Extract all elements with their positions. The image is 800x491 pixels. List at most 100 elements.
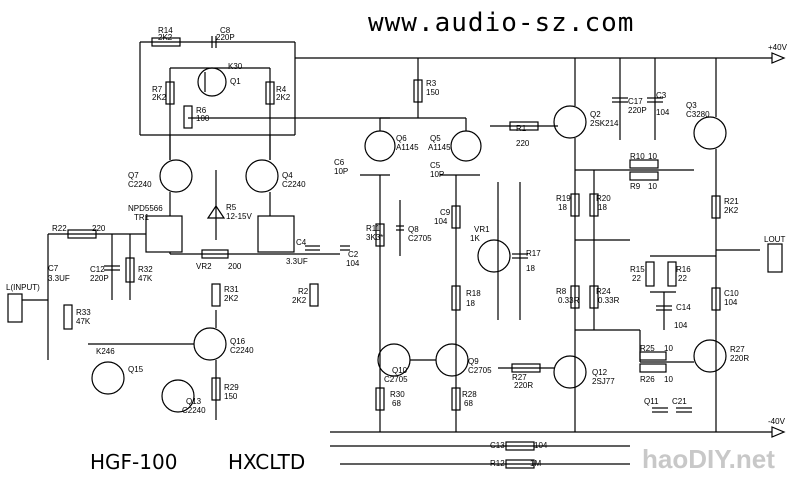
model-label: HGF-100 — [90, 450, 178, 474]
svg-text:R9: R9 — [630, 182, 641, 191]
svg-text:C13: C13 — [490, 441, 505, 450]
svg-text:68: 68 — [464, 399, 473, 408]
svg-text:C2705: C2705 — [384, 375, 408, 384]
svg-text:C7: C7 — [48, 264, 59, 273]
svg-text:22: 22 — [678, 274, 687, 283]
zobel-network: R15 22 R16 22 C14 104 — [630, 255, 716, 330]
svg-text:2K2: 2K2 — [224, 294, 239, 303]
svg-text:1K: 1K — [470, 234, 480, 243]
svg-text:3.3UF: 3.3UF — [48, 274, 70, 283]
svg-text:150: 150 — [224, 392, 238, 401]
svg-text:10: 10 — [648, 182, 657, 191]
svg-text:Q4: Q4 — [282, 171, 293, 180]
svg-text:R31: R31 — [224, 285, 239, 294]
svg-text:C2240: C2240 — [128, 180, 152, 189]
svg-text:R27: R27 — [512, 373, 527, 382]
svg-text:47K: 47K — [76, 317, 91, 326]
svg-text:Q13: Q13 — [186, 397, 202, 406]
svg-text:Q12: Q12 — [592, 368, 608, 377]
svg-text:C8: C8 — [220, 26, 231, 35]
svg-text:3.3UF: 3.3UF — [286, 257, 308, 266]
svg-text:100: 100 — [196, 114, 210, 123]
svg-text:R1: R1 — [516, 124, 527, 133]
svg-text:2K2: 2K2 — [158, 33, 173, 42]
svg-text:104: 104 — [724, 298, 738, 307]
svg-text:0.33R: 0.33R — [598, 296, 620, 305]
svg-text:R10: R10 — [630, 152, 645, 161]
svg-text:A1145: A1145 — [428, 143, 451, 152]
svg-text:C2705: C2705 — [468, 366, 492, 375]
svg-text:2K2: 2K2 — [276, 93, 291, 102]
svg-text:C2705: C2705 — [408, 234, 432, 243]
svg-text:K30: K30 — [228, 62, 243, 71]
svg-text:10: 10 — [648, 152, 657, 161]
svg-text:C3280: C3280 — [686, 110, 710, 119]
rail-neg-label: -40V — [768, 417, 786, 426]
svg-text:R15: R15 — [630, 265, 645, 274]
svg-text:R3: R3 — [426, 79, 437, 88]
svg-text:R8: R8 — [556, 287, 567, 296]
svg-text:Q16: Q16 — [230, 337, 246, 346]
svg-text:R24: R24 — [596, 287, 611, 296]
svg-text:47K: 47K — [138, 274, 153, 283]
svg-text:C10: C10 — [724, 289, 739, 298]
svg-text:10: 10 — [664, 344, 673, 353]
rail-pos-label: +40V — [768, 43, 788, 52]
svg-text:104: 104 — [534, 441, 548, 450]
svg-text:Q6: Q6 — [396, 134, 407, 143]
mid-network: C4 3.3UF C2 104 R2 2K2 R31 2K2 R11 3K3* … — [211, 175, 432, 432]
svg-text:220P: 220P — [216, 33, 235, 42]
svg-text:R4: R4 — [276, 85, 287, 94]
svg-text:NPD5566: NPD5566 — [128, 204, 163, 213]
svg-text:Q15: Q15 — [128, 365, 144, 374]
svg-text:Q10: Q10 — [392, 366, 408, 375]
svg-text:K246: K246 — [96, 347, 115, 356]
svg-text:Q9: Q9 — [468, 357, 479, 366]
output-label: LOUT — [764, 235, 785, 244]
svg-text:18: 18 — [558, 203, 567, 212]
svg-text:C12: C12 — [90, 265, 105, 274]
svg-text:R25: R25 — [640, 344, 655, 353]
bottom-feedback: C13 104 R12 1M — [330, 441, 630, 469]
r14-c8-network: R14 2K2 C8 220P — [139, 26, 296, 136]
svg-text:C17: C17 — [628, 97, 643, 106]
input-label: L(INPUT) — [6, 283, 40, 292]
svg-text:12-15V: 12-15V — [226, 212, 252, 221]
svg-text:TR1: TR1 — [134, 213, 150, 222]
current-mirror: Q10 C2705 Q9 C2705 R30 68 R28 68 — [375, 320, 492, 432]
svg-text:Q2: Q2 — [590, 110, 601, 119]
svg-text:R2: R2 — [298, 287, 309, 296]
svg-text:18: 18 — [526, 264, 535, 273]
svg-text:C14: C14 — [676, 303, 691, 312]
svg-text:C3: C3 — [656, 91, 667, 100]
svg-text:R6: R6 — [196, 106, 207, 115]
svg-text:R16: R16 — [676, 265, 691, 274]
svg-text:R17: R17 — [526, 249, 541, 258]
svg-text:200: 200 — [228, 262, 242, 271]
svg-text:2SK214: 2SK214 — [590, 119, 619, 128]
svg-text:22: 22 — [632, 274, 641, 283]
svg-text:18: 18 — [466, 299, 475, 308]
svg-text:VR1: VR1 — [474, 225, 490, 234]
svg-text:104: 104 — [656, 108, 670, 117]
input-network: R22 220 C7 3.3UF C12 220P R32 47K R33 47… — [6, 224, 153, 360]
svg-text:R29: R29 — [224, 383, 239, 392]
svg-text:A1145: A1145 — [396, 143, 419, 152]
svg-text:R21: R21 — [724, 197, 739, 206]
svg-text:18: 18 — [598, 203, 607, 212]
svg-text:220P: 220P — [628, 106, 647, 115]
output-stage: Q3 C3280 R10 10 R9 10 R21 2K2 C10 104 R2… — [575, 58, 785, 432]
svg-text:10: 10 — [664, 375, 673, 384]
svg-text:C21: C21 — [672, 397, 687, 406]
svg-text:R28: R28 — [462, 390, 477, 399]
svg-text:R19: R19 — [556, 194, 571, 203]
svg-text:68: 68 — [392, 399, 401, 408]
svg-text:R11: R11 — [366, 224, 381, 233]
driver-top: R1 220 Q2 2SK214 C17 220P C3 104 — [490, 58, 670, 432]
svg-text:R7: R7 — [152, 85, 163, 94]
svg-text:R22: R22 — [52, 224, 67, 233]
svg-text:104: 104 — [434, 217, 448, 226]
svg-text:104: 104 — [346, 259, 360, 268]
svg-text:220: 220 — [92, 224, 106, 233]
